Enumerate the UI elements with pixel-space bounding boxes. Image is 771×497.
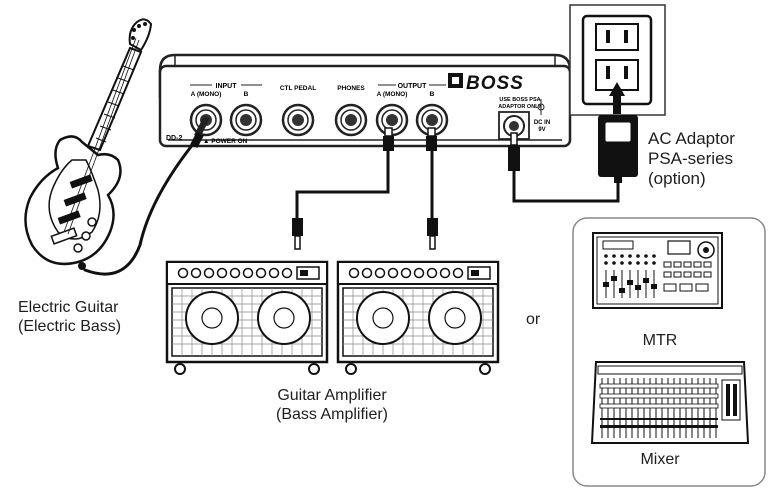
amp-b-plug bbox=[427, 218, 438, 250]
amp-label-line1: Guitar Amplifier bbox=[277, 387, 387, 404]
ctl-pedal-label: CTL PEDAL bbox=[280, 85, 316, 92]
adaptor-label-line1: AC Adaptor bbox=[648, 129, 735, 148]
mixer-label: Mixer bbox=[640, 451, 680, 468]
phones-label: PHONES bbox=[337, 85, 365, 92]
output-b-label: B bbox=[430, 91, 435, 98]
ctl-pedal-jack bbox=[281, 103, 315, 137]
dc-in-jack bbox=[503, 115, 525, 137]
output-group-label: OUTPUT bbox=[398, 83, 428, 90]
electric-guitar-icon bbox=[24, 18, 153, 270]
input-b-label: B bbox=[244, 91, 249, 98]
adaptor-label-line2: PSA-series bbox=[648, 149, 734, 168]
amp-label-line2: (Bass Amplifier) bbox=[275, 406, 389, 423]
cables bbox=[83, 121, 620, 276]
input-a-label: A (MONO) bbox=[191, 91, 222, 98]
guitar-amplifier-left bbox=[165, 260, 329, 375]
guitar-amplifier-right bbox=[336, 260, 500, 375]
boss-logo: BOSS bbox=[448, 73, 524, 94]
mtr-recorder-icon bbox=[592, 232, 723, 309]
svg-text:BOSS: BOSS bbox=[466, 73, 524, 94]
adaptor-label: AC Adaptor PSA-series (option) bbox=[648, 129, 735, 189]
input-b-jack bbox=[229, 103, 263, 137]
phones-jack bbox=[334, 103, 368, 137]
dc-volt-label: 9V bbox=[538, 127, 545, 133]
effects-pedal: INPUT A (MONO) B CTL PEDAL PHONES OUTPUT… bbox=[158, 53, 572, 148]
ac-adaptor-icon bbox=[598, 115, 638, 183]
model-label: DD-2 bbox=[166, 135, 182, 142]
dc-plug bbox=[508, 132, 520, 171]
amp-label: Guitar Amplifier (Bass Amplifier) bbox=[247, 386, 417, 424]
input-group-label: INPUT bbox=[216, 83, 238, 90]
output-b-plug bbox=[426, 127, 437, 151]
guitar-label-line2: (Electric Bass) bbox=[18, 318, 122, 335]
adaptor-note-line1: USE BOSS PSA bbox=[499, 97, 540, 103]
output-a-plug bbox=[383, 127, 394, 151]
output-a-label: A (MONO) bbox=[377, 91, 408, 98]
mtr-label: MTR bbox=[642, 332, 678, 349]
or-label: or bbox=[526, 311, 541, 328]
mixer-console-icon bbox=[590, 361, 750, 444]
amp-a-plug bbox=[292, 218, 303, 250]
guitar-plug bbox=[190, 116, 210, 149]
ac-outlet-icon bbox=[569, 4, 666, 116]
adaptor-note-line2: ADAPTOR ONLY bbox=[498, 104, 542, 110]
power-on-label: ▲ POWER ON bbox=[203, 138, 248, 145]
dc-in-label: DC IN bbox=[534, 120, 550, 126]
polarity-icon bbox=[537, 99, 545, 115]
guitar-label: Electric Guitar (Electric Bass) bbox=[18, 298, 121, 336]
adaptor-label-line3: (option) bbox=[648, 169, 706, 188]
guitar-label-line1: Electric Guitar bbox=[18, 299, 119, 316]
